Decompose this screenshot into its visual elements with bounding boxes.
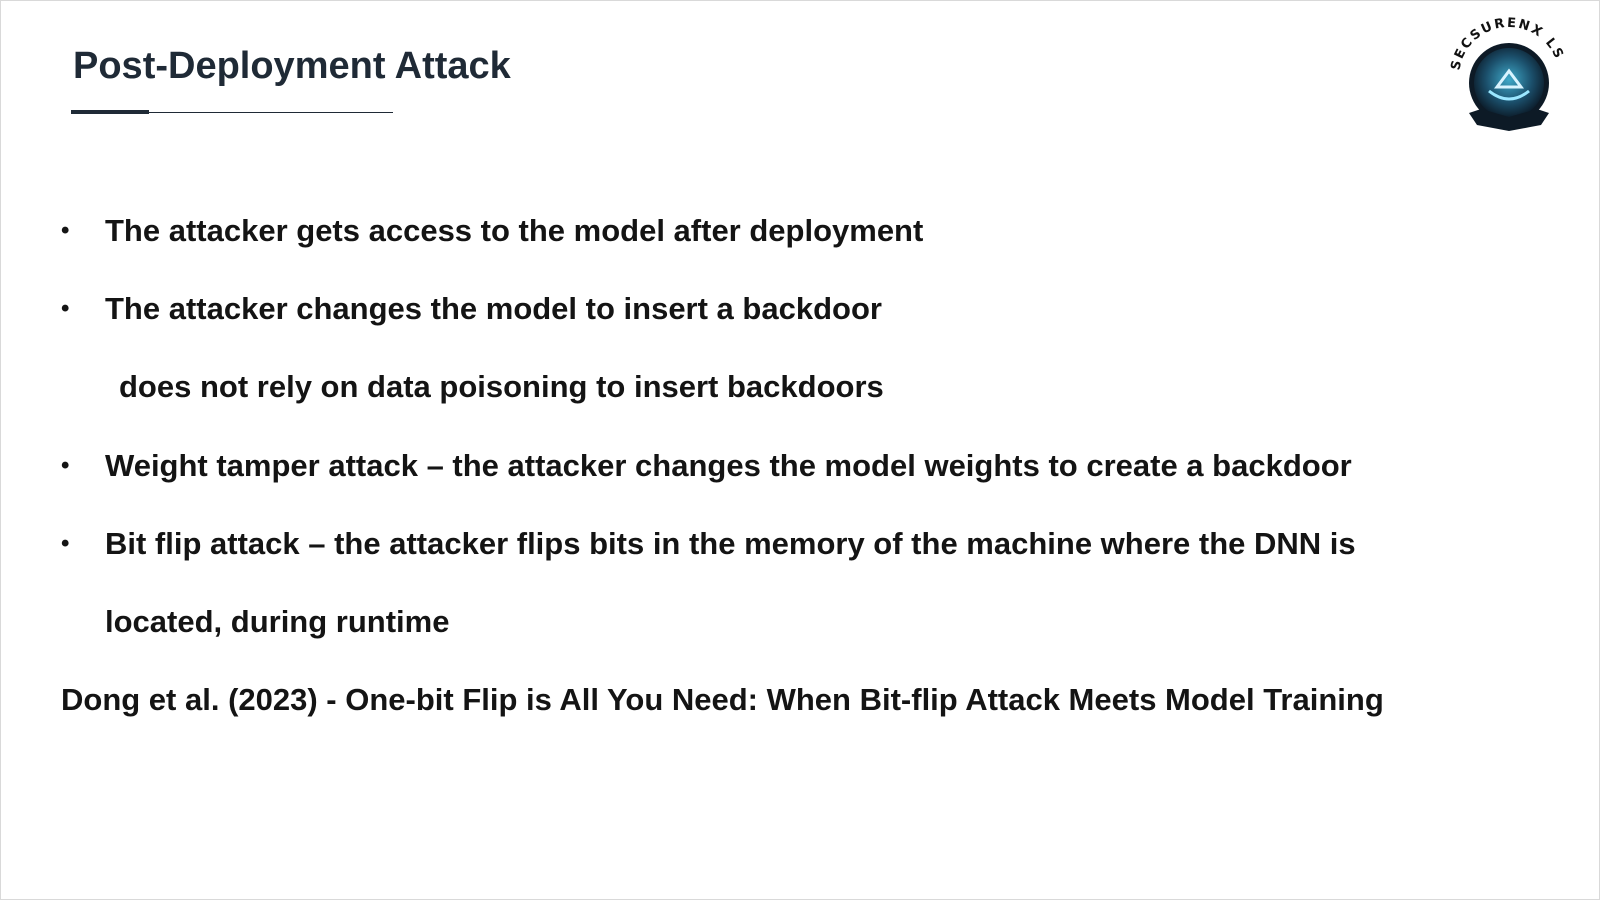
bullet-continuation: located, during runtime: [105, 604, 450, 639]
bullet-marker: •: [61, 452, 70, 479]
bullet-subtext: does not rely on data poisoning to inser…: [119, 369, 884, 404]
bullet-text: The attacker gets access to the model af…: [105, 213, 924, 248]
title-underline-accent: [71, 110, 149, 114]
slide-title: Post-Deployment Attack: [73, 45, 511, 87]
secsurenx-labs-logo-icon: SECSURENX LS: [1448, 16, 1565, 131]
bullet-text: Weight tamper attack – the attacker chan…: [105, 448, 1352, 483]
bullet-text: Bit flip attack – the attacker flips bit…: [105, 526, 1356, 561]
bullet-marker: •: [61, 530, 70, 557]
bullet-marker: •: [61, 217, 70, 244]
bullet-text: The attacker changes the model to insert…: [105, 291, 882, 326]
bullet-marker: •: [61, 295, 70, 322]
title-underline: [71, 112, 393, 113]
reference-citation: Dong et al. (2023) - One-bit Flip is All…: [61, 682, 1384, 717]
